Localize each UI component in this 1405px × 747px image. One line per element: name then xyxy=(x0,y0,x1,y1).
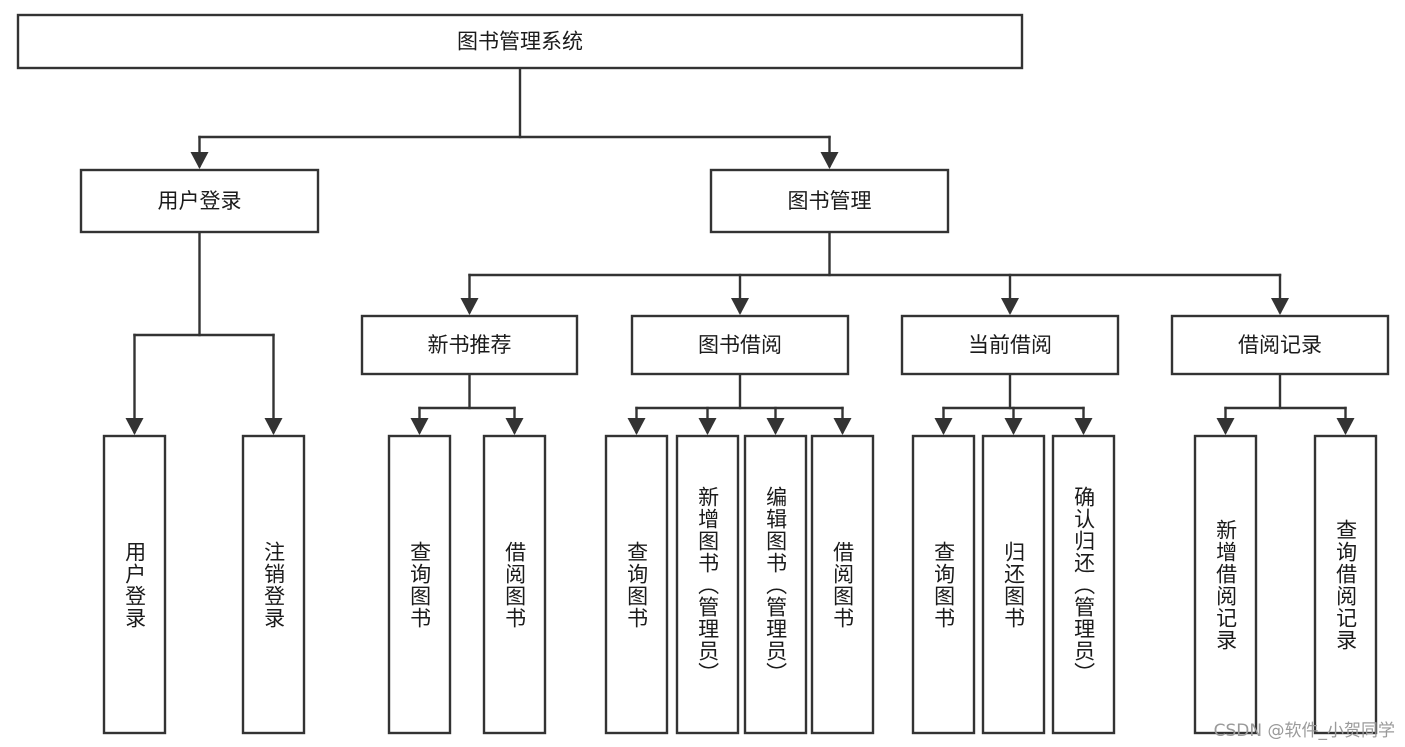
node-l3-label-新书推荐-0: 新书推荐 xyxy=(428,333,512,357)
arrow-head-icon xyxy=(125,418,144,435)
arrow-head-icon xyxy=(1074,418,1093,435)
arrow-head-icon xyxy=(264,418,283,435)
node-l3-label-当前借阅-2: 当前借阅 xyxy=(968,333,1052,357)
node-leaf-box-借阅图书-7[interactable] xyxy=(810,434,875,735)
arrow-head-icon xyxy=(460,298,479,315)
arrow-head-icon xyxy=(1271,298,1289,315)
arrow-head-icon xyxy=(731,298,749,315)
connector-layer xyxy=(125,66,1355,435)
node-leaf-box-查询图书-8[interactable] xyxy=(911,434,976,735)
watermark-text: CSDN @软件_小贺同学 xyxy=(1213,721,1395,741)
arrow-head-icon xyxy=(627,418,646,435)
node-l2-label-图书管理-1: 图书管理 xyxy=(788,189,872,213)
node-root-label: 图书管理系统 xyxy=(457,30,583,54)
node-leaf-box-新增图书管理员-5[interactable] xyxy=(675,434,740,735)
node-leaf-box-确认归还管理员-10[interactable] xyxy=(1051,434,1116,735)
arrow-head-icon xyxy=(820,152,839,169)
node-leaf-box-查询图书-4[interactable] xyxy=(604,434,669,735)
node-l3-box-新书推荐-0[interactable] xyxy=(360,314,579,376)
node-leaf-box-注销登录-1[interactable] xyxy=(241,434,306,735)
node-l3-label-借阅记录-3: 借阅记录 xyxy=(1238,333,1322,357)
node-l2-label-用户登录-0: 用户登录 xyxy=(158,189,242,213)
arrow-head-icon xyxy=(698,418,717,435)
node-l3-box-借阅记录-3[interactable] xyxy=(1170,314,1390,376)
arrow-head-icon xyxy=(1216,418,1235,435)
arrow-head-icon xyxy=(833,418,852,435)
arrow-head-icon xyxy=(505,418,524,435)
node-l3-label-图书借阅-1: 图书借阅 xyxy=(698,333,782,357)
node-l2-box-图书管理-1[interactable] xyxy=(709,168,950,234)
node-leaf-box-借阅图书-3[interactable] xyxy=(482,434,547,735)
arrow-head-icon xyxy=(1004,418,1023,435)
node-leaf-box-用户登录-0[interactable] xyxy=(102,434,167,735)
arrow-head-icon xyxy=(410,418,429,435)
node-leaf-box-查询图书-2[interactable] xyxy=(387,434,452,735)
arrow-head-icon xyxy=(766,418,785,435)
node-leaf-box-归还图书-9[interactable] xyxy=(981,434,1046,735)
node-root-box[interactable] xyxy=(16,13,1024,70)
arrow-head-icon xyxy=(1001,298,1019,315)
node-leaf-box-查询借阅记录-12[interactable] xyxy=(1313,434,1378,735)
node-leaf-box-编辑图书管理员-6[interactable] xyxy=(743,434,808,735)
arrow-head-icon xyxy=(1336,418,1355,435)
node-l3-box-图书借阅-1[interactable] xyxy=(630,314,850,376)
node-l3-box-当前借阅-2[interactable] xyxy=(900,314,1120,376)
node-box-layer xyxy=(16,13,1390,735)
arrow-head-icon xyxy=(934,418,953,435)
arrow-head-icon xyxy=(190,152,209,169)
node-l2-box-用户登录-0[interactable] xyxy=(79,168,320,234)
node-leaf-box-新增借阅记录-11[interactable] xyxy=(1193,434,1258,735)
